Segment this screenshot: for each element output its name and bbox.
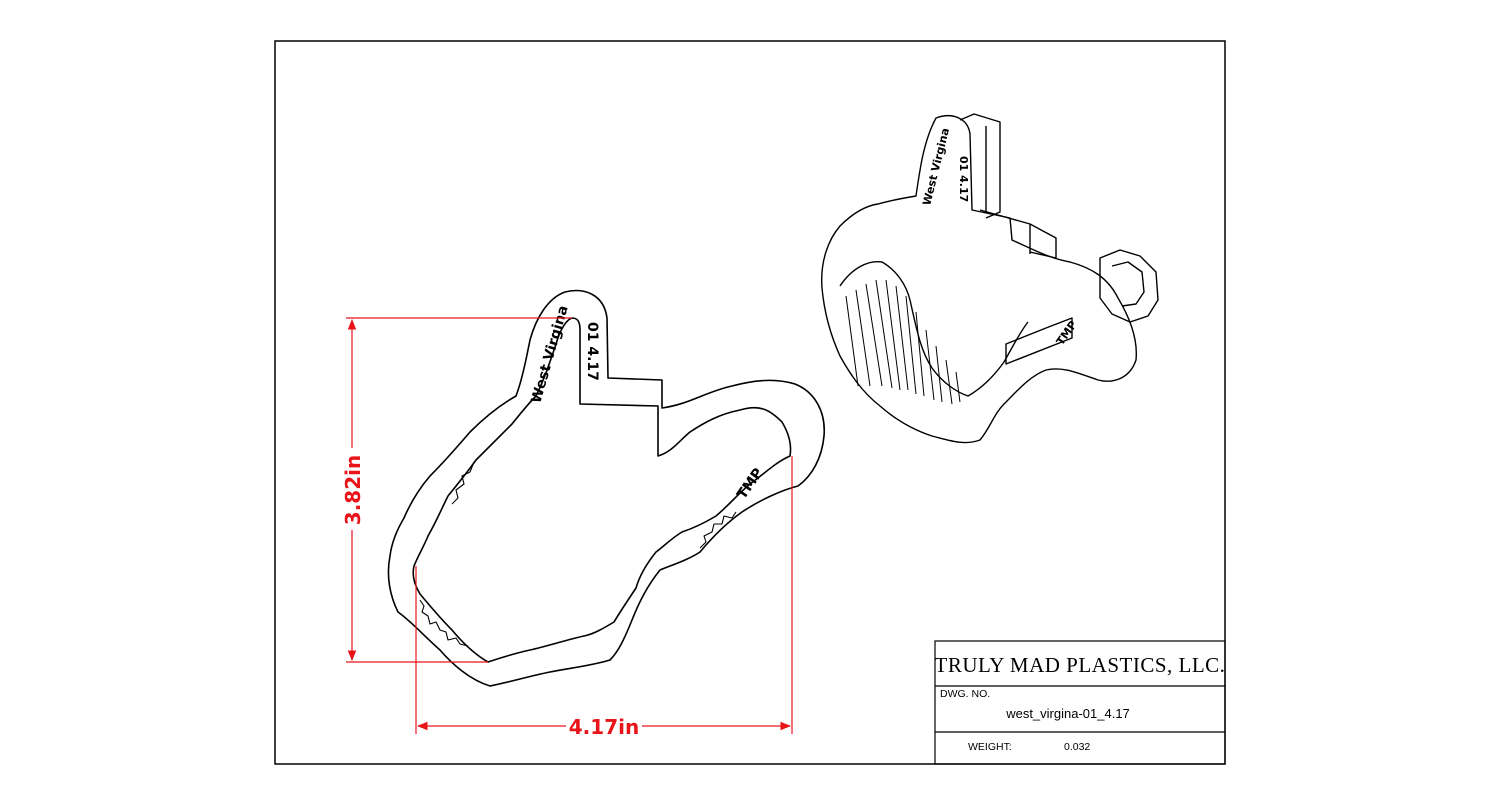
emboss-code-text: 01 4.17: [584, 322, 600, 381]
cutter-edge-detail: [419, 461, 737, 647]
title-block: [934, 640, 1226, 765]
iso-back-flange: [959, 113, 1057, 259]
iso-tab: [1005, 317, 1073, 365]
isometric-view-cutter: [820, 113, 1159, 444]
emboss-state-text: West Virgina: [528, 304, 571, 405]
weight-label: WEIGHT:: [968, 741, 1012, 753]
height-dimension-label: 3.82in: [341, 455, 365, 525]
width-dimension-label: 4.17in: [569, 715, 639, 739]
iso-inner-wall: [839, 261, 1029, 397]
iso-right-knob: [1099, 249, 1159, 323]
cutter-inner-outline: [412, 317, 792, 663]
width-label-bg: [566, 716, 642, 738]
dwg-no-value: west_virgina-01_4.17: [1005, 706, 1130, 721]
company-name: TRULY MAD PLASTICS, LLC.: [935, 653, 1226, 677]
sheet-border: [274, 40, 1226, 765]
iso-emboss-state-text: West Virgina: [920, 127, 952, 207]
emboss-brand-text: TMP: [734, 465, 766, 502]
weight-value: 0.032: [1064, 741, 1090, 753]
iso-outer-outline: [820, 115, 1138, 444]
iso-emboss-code-text: 01 4.17: [957, 156, 970, 202]
cutter-outer-outline: [387, 289, 825, 687]
iso-ridges: [845, 279, 961, 405]
front-view-cutter: [387, 289, 825, 687]
height-label-bg: [338, 448, 366, 530]
dwg-no-label: DWG. NO.: [940, 688, 990, 700]
